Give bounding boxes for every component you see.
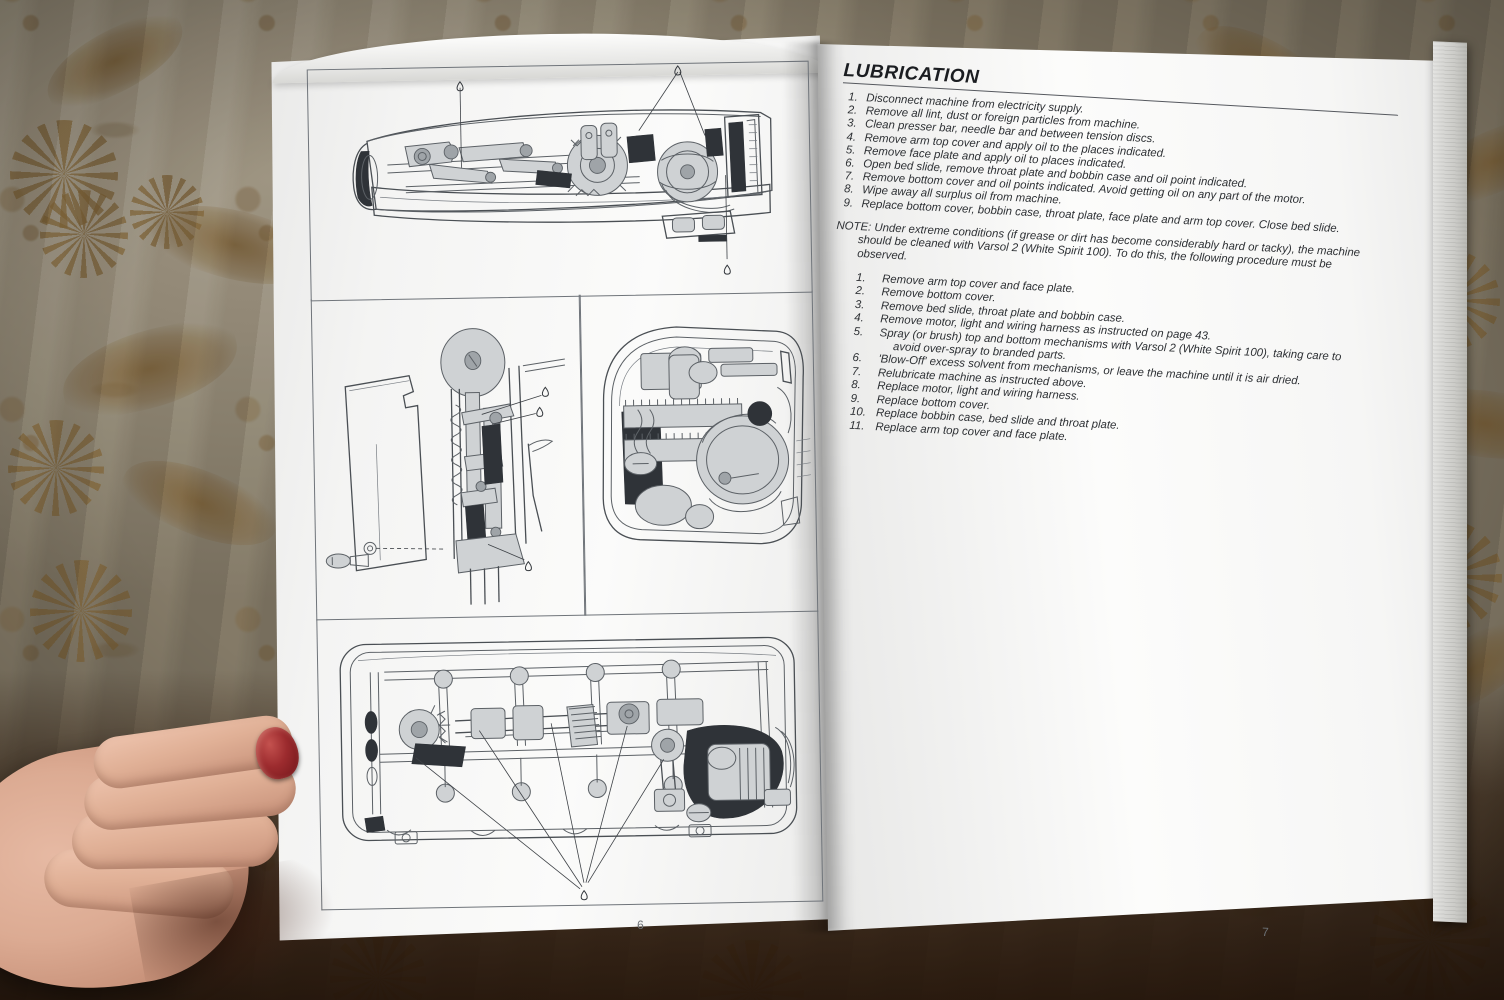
- list-number: 9.: [850, 392, 861, 405]
- list-number: 1.: [855, 271, 866, 285]
- list-number: 6.: [852, 352, 863, 365]
- panel-bottom-cover-removed: [316, 610, 824, 911]
- list-number: 10.: [849, 405, 867, 419]
- list-number: 4.: [854, 312, 865, 325]
- list-number: 7.: [851, 365, 862, 379]
- cleaning-procedure-list: 1.Remove arm top cover and face plate. 2…: [827, 271, 1433, 463]
- list-number: 9.: [843, 196, 854, 210]
- list-number: 7.: [844, 170, 855, 183]
- lubrication-steps-list: 1.Disconnect machine from electricity su…: [837, 91, 1442, 241]
- panel-arm-top-cover-removed: [306, 60, 813, 302]
- list-number: 3.: [854, 298, 865, 312]
- face-plate-drawing: [312, 295, 586, 620]
- list-number: 8.: [843, 183, 854, 197]
- list-number: 8.: [850, 379, 862, 392]
- list-number: 11.: [849, 419, 865, 433]
- bobbin-case-svg: [602, 326, 811, 545]
- list-number: 2.: [855, 285, 866, 298]
- lubrication-section: LUBRICATION 1.Disconnect machine from el…: [828, 60, 1444, 451]
- panel-face-plate-needle-bar: [310, 294, 587, 621]
- bobbin-case-drawing: [580, 291, 818, 615]
- list-number: 6.: [845, 157, 856, 170]
- arm-mechanism-svg: [352, 65, 773, 275]
- list-number: 4.: [846, 130, 857, 144]
- open-manual[interactable]: 6 LUBRICATION 1.Disconnect machine from …: [252, 20, 1467, 950]
- arm-mechanism-drawing: [308, 62, 812, 301]
- list-number: 3.: [846, 117, 857, 131]
- right-page-number: 7: [1261, 924, 1269, 940]
- face-plate-svg: [325, 328, 565, 605]
- list-number: 2.: [847, 104, 858, 117]
- note-label: NOTE:: [836, 219, 872, 234]
- bottom-mechanism-svg: [339, 636, 798, 901]
- list-number: 5.: [853, 325, 864, 339]
- hand-holding-book: [0, 700, 347, 1000]
- list-number: 5.: [845, 144, 856, 157]
- left-page-number: 6: [636, 917, 644, 933]
- bottom-mechanism-drawing: [317, 611, 822, 910]
- diagram-plate: [306, 60, 824, 911]
- panel-bobbin-case-throat-plate: [578, 290, 819, 616]
- list-number: 1.: [848, 91, 859, 104]
